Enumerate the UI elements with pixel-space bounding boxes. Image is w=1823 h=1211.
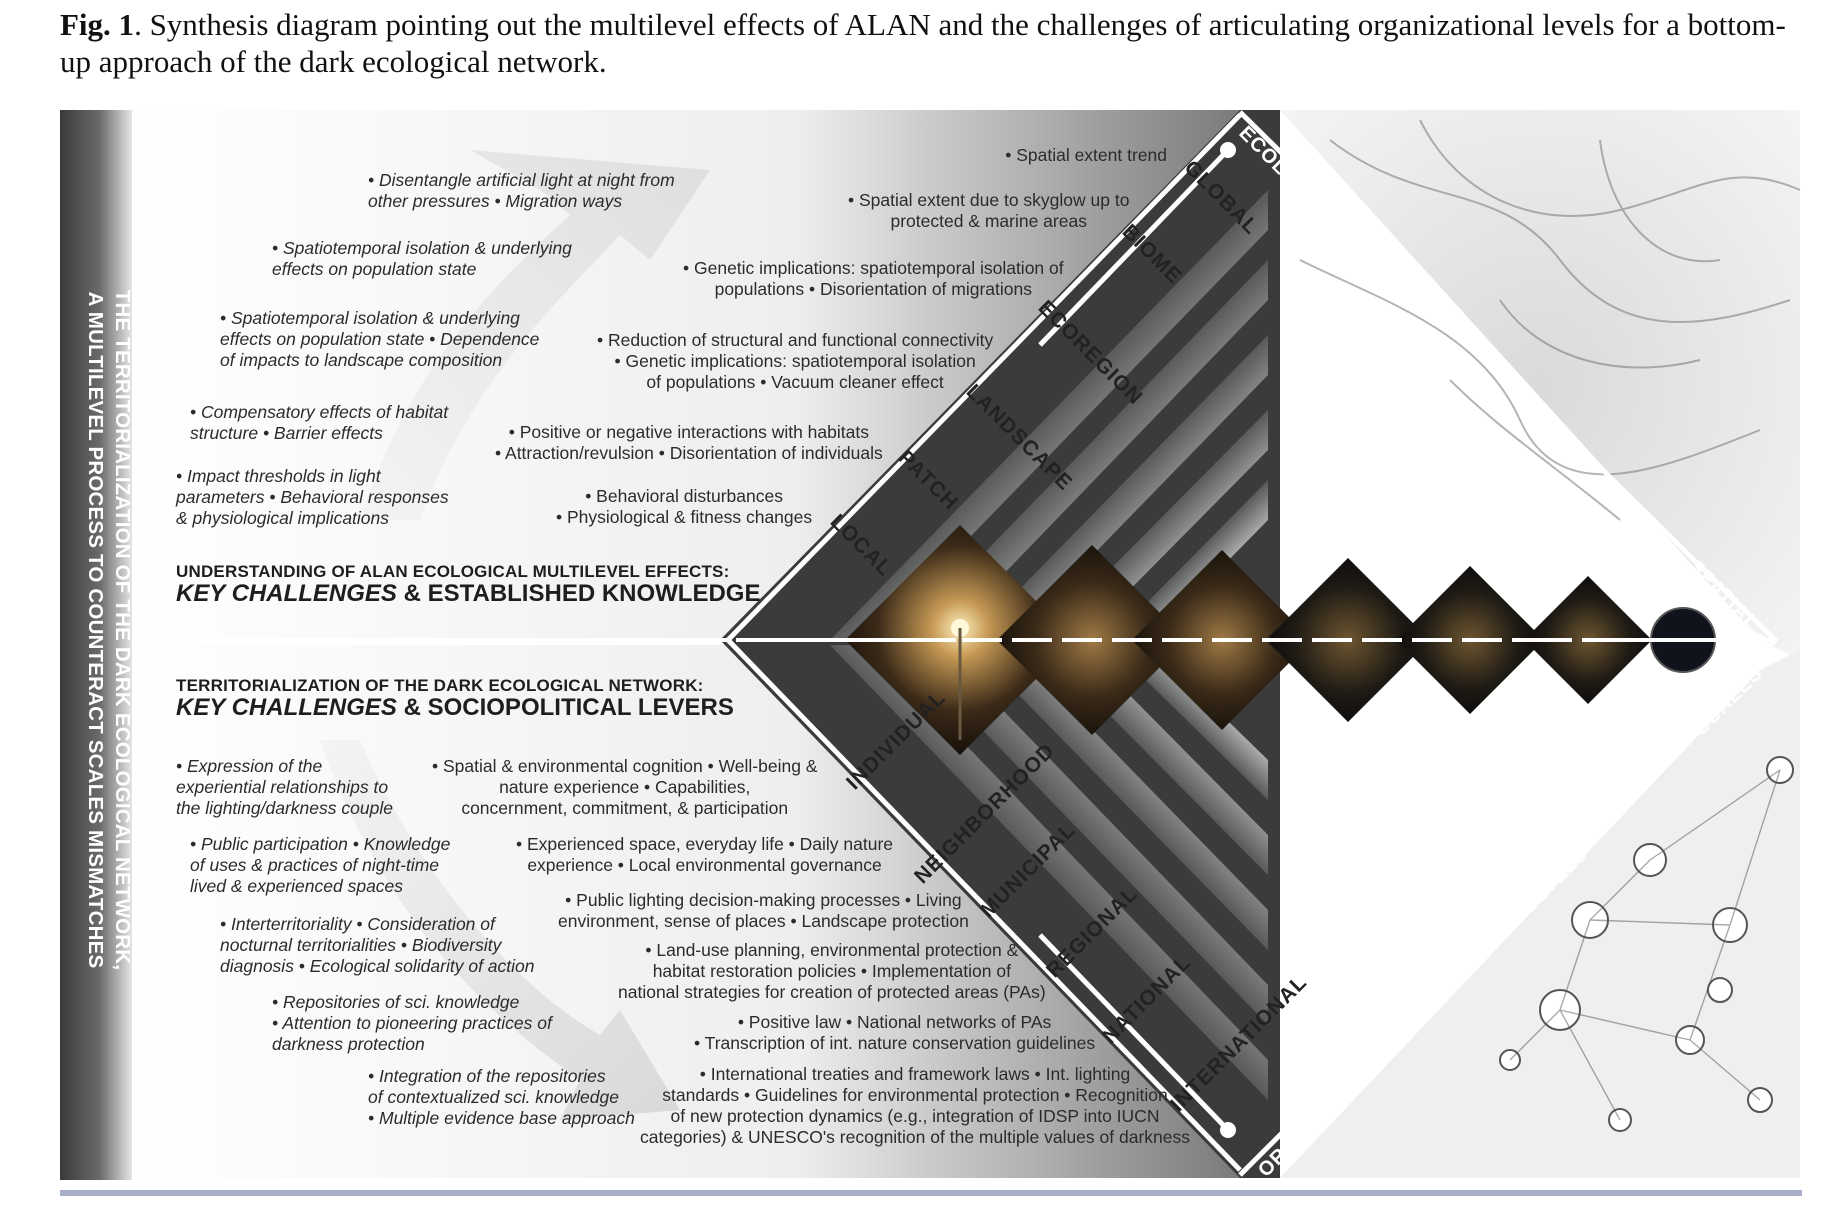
bottom-lever-international: • International treaties and framework l…	[640, 1064, 1190, 1147]
bottom-heading-large: KEY CHALLENGES & SOCIOPOLITICAL LEVERS	[176, 694, 734, 721]
ecological-stripes	[830, 190, 1268, 640]
bottom-lever-municipal: • Public lighting decision-making proces…	[558, 890, 969, 931]
bottom-lever-regional: • Land-use planning, environmental prote…	[618, 940, 1046, 1002]
figure-caption: Fig. 1. Synthesis diagram pointing out t…	[60, 6, 1800, 80]
bottom-challenge-1: • Expression of the experiential relatio…	[176, 756, 393, 818]
top-challenge-5: • Impact thresholds in light parameters …	[176, 466, 449, 528]
side-band	[60, 110, 132, 1180]
organizational-axis-dot	[1220, 1122, 1236, 1138]
top-knowledge-ecoregion: • Genetic implications: spatiotemporal i…	[683, 258, 1064, 299]
bottom-curved-arrow	[320, 740, 680, 1120]
bottom-challenge-5: • Integration of the repositories of con…	[368, 1066, 635, 1128]
network-texture-bottom	[1280, 650, 1800, 1178]
territorial-stripes	[830, 645, 1268, 1100]
top-challenge-4: • Compensatory effects of habitat struct…	[190, 402, 449, 443]
top-curved-arrow	[360, 150, 710, 520]
bottom-heading-small: TERRITORIALIZATION OF THE DARK ECOLOGICA…	[176, 676, 704, 695]
top-heading-small: UNDERSTANDING OF ALAN ECOLOGICAL MULTILE…	[176, 562, 730, 581]
spatial-arrow-head	[1752, 630, 1772, 650]
bottom-challenge-4: • Repositories of sci. knowledge • Atten…	[272, 992, 552, 1054]
top-challenge-1: • Disentangle artificial light at night …	[368, 170, 675, 211]
side-title: THE TERRITORIALIZATION OF THE DARK ECOLO…	[84, 289, 134, 971]
top-challenge-3: • Spatiotemporal isolation & underlying …	[220, 308, 540, 370]
bottom-challenge-3: • Interterritoriality • Consideration of…	[220, 914, 535, 976]
bottom-lever-neighborhood: • Experienced space, everyday life • Dai…	[516, 834, 894, 875]
top-knowledge-global: • Spatial extent trend	[1005, 145, 1167, 165]
top-knowledge-patch: • Positive or negative interactions with…	[495, 422, 883, 463]
network-texture-top	[1280, 110, 1800, 660]
top-heading-large: KEY CHALLENGES & ESTABLISHED KNOWLEDGE	[176, 580, 761, 607]
bottom-rule	[60, 1190, 1802, 1196]
top-knowledge-local: • Behavioral disturbances • Physiologica…	[556, 486, 813, 527]
figure-caption-text: . Synthesis diagram pointing out the mul…	[60, 7, 1786, 79]
bottom-challenge-2: • Public participation • Knowledge of us…	[190, 834, 451, 896]
bottom-lever-national: • Positive law • National networks of PA…	[694, 1012, 1096, 1053]
top-knowledge-biome: • Spatial extent due to skyglow up to pr…	[848, 190, 1130, 231]
night-photo-diamonds	[845, 525, 1716, 755]
top-knowledge-landscape: • Reduction of structural and functional…	[597, 330, 994, 392]
figure-label: Fig. 1	[60, 7, 135, 42]
top-challenge-2: • Spatiotemporal isolation & underlying …	[272, 238, 572, 279]
bottom-lever-individual: • Spatial & environmental cognition • We…	[432, 756, 818, 818]
ecological-axis-dot	[1220, 142, 1236, 158]
